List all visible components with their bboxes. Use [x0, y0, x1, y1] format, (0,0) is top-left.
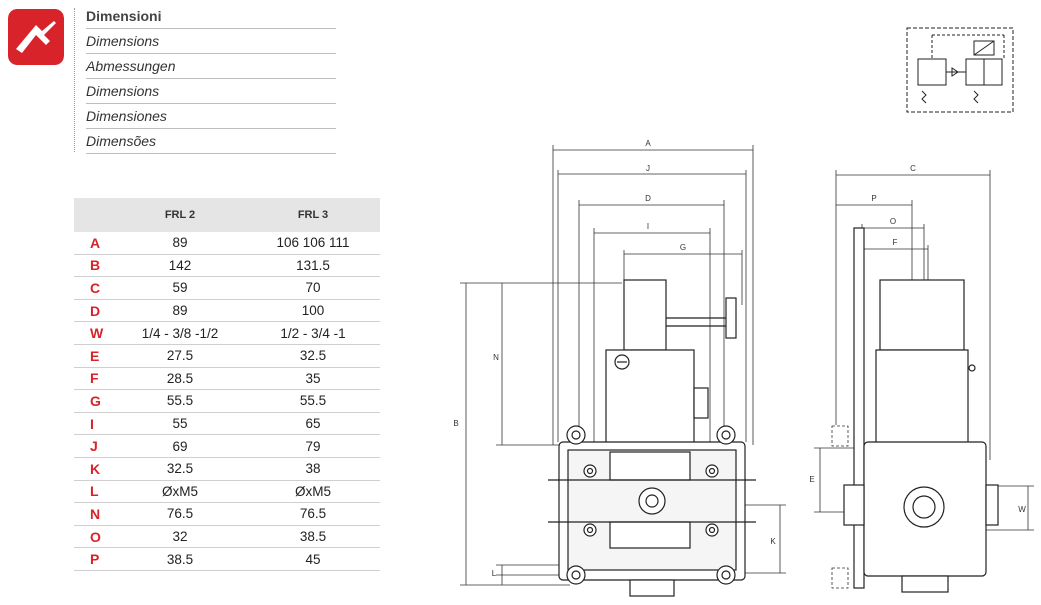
title-portuguese: Dimensões: [86, 129, 336, 154]
table-row: O 32 38.5: [74, 526, 380, 549]
dim-label-b: B: [453, 419, 458, 428]
frl3-value: 45: [305, 551, 321, 567]
frl2-value: 89: [172, 303, 188, 319]
row-key: C: [90, 279, 101, 296]
table-row: N 76.5 76.5: [74, 503, 380, 526]
column-header-frl2: FRL 2: [164, 209, 196, 221]
frl3-value: 32.5: [299, 348, 327, 364]
frl3-value: 100: [301, 303, 325, 319]
dim-label-l: L: [492, 569, 497, 578]
table-row: E 27.5 32.5: [74, 345, 380, 368]
frl3-value: 65: [305, 416, 321, 432]
frl3-value: 38.5: [299, 529, 327, 545]
frl2-value: 59: [172, 280, 188, 296]
table-row: F 28.5 35: [74, 368, 380, 391]
frl2-value: 76.5: [166, 506, 194, 522]
dim-label-p: P: [871, 194, 876, 203]
title-french: Dimensions: [86, 79, 336, 104]
header-divider: [74, 8, 75, 152]
table-row: D 89 100: [74, 300, 380, 323]
dim-label-f: F: [893, 238, 898, 247]
table-row: W 1/4 - 3/8 -1/2 1/2 - 3/4 -1: [74, 322, 380, 345]
title-german: Abmessungen: [86, 54, 336, 79]
dim-label-n: N: [493, 353, 499, 362]
column-header-frl3: FRL 3: [297, 209, 329, 221]
table-row: K 32.5 38: [74, 458, 380, 481]
frl2-value: 32.5: [166, 461, 194, 477]
row-key: N: [90, 505, 101, 522]
row-key: D: [90, 302, 101, 319]
dim-label-g: G: [680, 243, 686, 252]
table-row: C 59 70: [74, 277, 380, 300]
frl3-value: 35: [305, 370, 321, 386]
title-english: Dimensions: [86, 29, 336, 54]
frl2-value: 1/4 - 3/8 -1/2: [141, 325, 219, 341]
brand-logo-icon: [8, 9, 64, 65]
frl3-value: 131.5: [296, 257, 330, 273]
row-key: G: [90, 392, 101, 409]
dim-label-c: C: [910, 164, 916, 173]
dim-label-j: J: [646, 164, 650, 173]
table-row: G 55.5 55.5: [74, 390, 380, 413]
frl3-value: 55.5: [299, 393, 327, 409]
dim-label-a: A: [645, 139, 651, 148]
row-key: L: [90, 483, 99, 500]
frl3-value: ØxM5: [294, 483, 331, 499]
row-key: O: [90, 528, 101, 545]
row-key: F: [90, 370, 99, 387]
dim-label-i: I: [647, 222, 649, 231]
pneumatic-symbol-icon: [906, 27, 1014, 113]
dim-label-d: D: [645, 194, 651, 203]
frl2-value: 27.5: [166, 348, 194, 364]
title-spanish: Dimensiones: [86, 104, 336, 129]
row-key: K: [90, 460, 101, 477]
table-row: A 89 106 106 111: [74, 232, 380, 255]
frl3-value: 70: [305, 280, 321, 296]
frl3-value: 106 106 111: [276, 235, 350, 251]
row-key: W: [90, 325, 104, 342]
frl2-value: 69: [172, 438, 188, 454]
frl3-value: 1/2 - 3/4 -1: [280, 325, 346, 341]
dim-label-w: W: [1018, 505, 1026, 514]
title-italian: Dimensioni: [86, 4, 336, 29]
frl2-value: 55: [172, 416, 188, 432]
frl3-value: 79: [305, 438, 321, 454]
table-header: FRL 2 FRL 3: [74, 198, 380, 232]
row-key: I: [90, 415, 94, 432]
frl3-value: 76.5: [299, 506, 327, 522]
table-row: P 38.5 45: [74, 548, 380, 571]
row-key: E: [90, 347, 100, 364]
language-title-list: Dimensioni Dimensions Abmessungen Dimens…: [86, 4, 336, 154]
dim-label-o: O: [890, 217, 896, 226]
frl2-value: 28.5: [166, 370, 194, 386]
row-key: A: [90, 234, 101, 251]
row-key: J: [90, 438, 98, 455]
frl3-value: 38: [305, 461, 321, 477]
table-row: I 55 65: [74, 413, 380, 436]
row-key: P: [90, 551, 100, 568]
row-key: B: [90, 257, 101, 274]
frl2-value: 142: [168, 257, 192, 273]
frl2-value: ØxM5: [161, 483, 198, 499]
dim-label-e: E: [809, 475, 814, 484]
frl2-value: 55.5: [166, 393, 194, 409]
dim-label-k: K: [770, 537, 776, 546]
table-row: J 69 79: [74, 435, 380, 458]
table-row: B 142 131.5: [74, 255, 380, 278]
table-row: L ØxM5 ØxM5: [74, 481, 380, 504]
frl2-value: 38.5: [166, 551, 194, 567]
frl2-value: 89: [172, 235, 188, 251]
frl2-value: 32: [172, 529, 188, 545]
technical-drawing: A J D I G B N K L: [453, 139, 1034, 597]
